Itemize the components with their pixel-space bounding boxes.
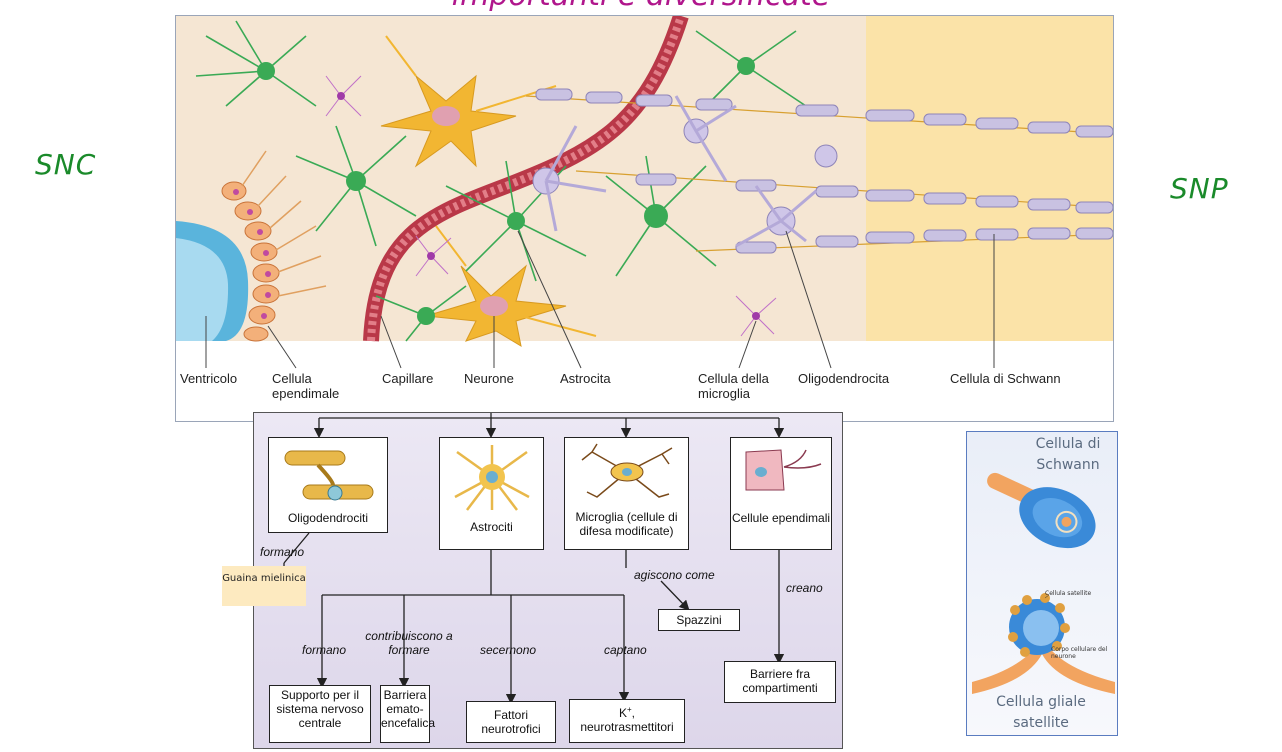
schwann-label: Cellula di Schwann: [1035, 436, 1101, 473]
box-barriera-ee: Barriera emato-encefalica: [380, 685, 435, 743]
caption-cellula-di-schwann: Cellula di Schwann: [950, 371, 1061, 386]
verb-oligo-formano: formano: [260, 545, 305, 559]
verb-creano: creano: [786, 581, 823, 595]
astrocyte-icon: [453, 445, 530, 511]
box-oligodendrociti: Oligodendrociti: [268, 437, 388, 533]
microglia-icon: [581, 443, 672, 498]
caption-oligodendrocita: Oligodendrocita: [798, 371, 890, 386]
cellula-gliale-satellite-label: Cellula gliale satellite: [996, 694, 1086, 731]
verb-astro-formano: formano: [302, 643, 347, 657]
ependymal-icon: [745, 449, 822, 491]
flowchart-connectors: [283, 413, 785, 705]
caption-capillare: Capillare: [382, 371, 434, 386]
caption-neurone: Neurone: [464, 371, 514, 386]
glia-illustration: Ventricolo Cellula ependimale Capillare …: [175, 15, 1114, 422]
label-microglia: Microglia (cellule di difesa modificate): [575, 510, 678, 538]
snp-illustration: [972, 472, 1115, 694]
verb-contribuiscono: contribuiscono a formare: [365, 629, 453, 657]
box-astrociti: Astrociti: [439, 437, 544, 550]
caption-microglia: Cellula della microglia: [698, 371, 769, 401]
verb-captano: captano: [604, 643, 647, 657]
label-oligodendrociti: Oligodendrociti: [287, 511, 369, 525]
k-ion: K: [618, 706, 627, 720]
label-astrociti: Astrociti: [470, 520, 513, 534]
box-fattori: Fattori neurotrofici: [466, 701, 556, 743]
label-ependimali: Cellule ependimali: [731, 511, 831, 525]
snc-label: SNC: [35, 148, 97, 181]
cellula-satellite-small: Cellula satellite: [1045, 590, 1092, 597]
glia-flowchart: Oligodendrociti Astrociti Microglia (cel…: [253, 412, 843, 749]
box-ependimali: Cellule ependimali: [730, 437, 832, 550]
snp-panel: Cellula di Schwann Cellula satellite Cor…: [966, 431, 1118, 736]
box-barriere: Barriere fra compartimenti: [724, 661, 836, 703]
verb-secernono: secernono: [480, 643, 537, 657]
caption-cellula-ependimale: Cellula ependimale: [272, 371, 340, 401]
oligodendrocyte-icon: [284, 450, 374, 501]
caption-astrocita: Astrocita: [560, 371, 611, 386]
corpo-cellulare-small: Corpo cellulare del neurone: [1051, 646, 1108, 660]
snp-label: SNP: [1170, 172, 1229, 205]
k-comma: ,: [631, 706, 636, 720]
glia-illustration-art: [176, 16, 1113, 421]
box-k-neurotrasmettitori: K+, neurotrasmettitori: [569, 699, 685, 743]
box-supporto: Supporto per il sistema nervoso centrale: [269, 685, 371, 743]
neurotrasmettitori-label: neurotrasmettitori: [580, 720, 674, 734]
caption-ventricolo: Ventricolo: [180, 371, 238, 386]
guaina-mielinica-label: Guaina mielinica: [222, 566, 306, 606]
verb-agiscono-come: agiscono come: [634, 568, 715, 582]
box-microglia: Microglia (cellule di difesa modificate): [564, 437, 689, 550]
box-spazzini: Spazzini: [658, 609, 740, 631]
k-charge: +: [627, 705, 632, 714]
page-title: importanti e diversificate: [0, 0, 1282, 13]
